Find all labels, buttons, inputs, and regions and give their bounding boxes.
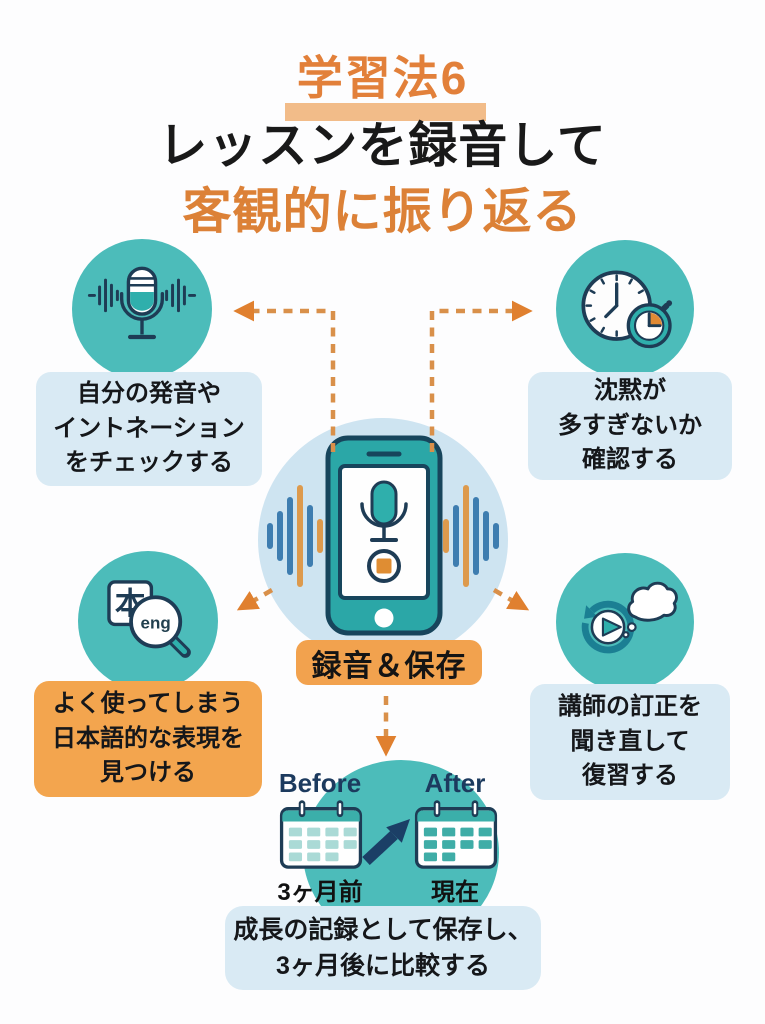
silence-note: 沈黙が 多すぎないか 確認する xyxy=(528,372,732,480)
lens-label: eng xyxy=(141,614,171,633)
after-caption: 現在 xyxy=(431,879,479,906)
pronunciation-note: 自分の発音や イントネーション をチェックする xyxy=(36,372,262,486)
recording-phone-circle xyxy=(258,418,508,662)
expressions-circle: 本 eng xyxy=(78,551,218,691)
header: 学習法6 xyxy=(0,42,765,121)
microphone-soundwave-icon xyxy=(87,266,197,340)
review-circle xyxy=(556,553,694,691)
page-subtitle: 客観的に振り返る xyxy=(182,185,583,239)
calendar-before-icon xyxy=(279,800,363,869)
before-caption: 3ヶ月前 xyxy=(277,879,363,906)
growth-arrow-icon xyxy=(362,819,410,865)
page-title: レッスンを録音して xyxy=(158,119,607,173)
expressions-note: よく使ってしまう 日本語的な表現を 見つける xyxy=(34,681,262,797)
review-note: 講師の訂正を 聞き直して 復習する xyxy=(530,684,730,800)
calendar-after-icon xyxy=(414,800,498,869)
before-label: Before xyxy=(278,768,362,798)
clock-stopwatch-icon xyxy=(581,270,673,349)
replay-thought-icon xyxy=(581,581,678,654)
record-save-label: 録音＆保存 xyxy=(296,640,482,685)
translate-magnifier-icon: 本 eng xyxy=(107,580,191,658)
pronunciation-circle xyxy=(72,239,212,379)
smartphone-recording-icon xyxy=(267,435,499,636)
method-number-badge: 学習法6 xyxy=(284,42,486,121)
after-label: After xyxy=(424,768,486,798)
silence-circle xyxy=(556,240,694,378)
growth-note: 成長の記録として保存し、 3ヶ月後に比較する xyxy=(225,906,541,990)
